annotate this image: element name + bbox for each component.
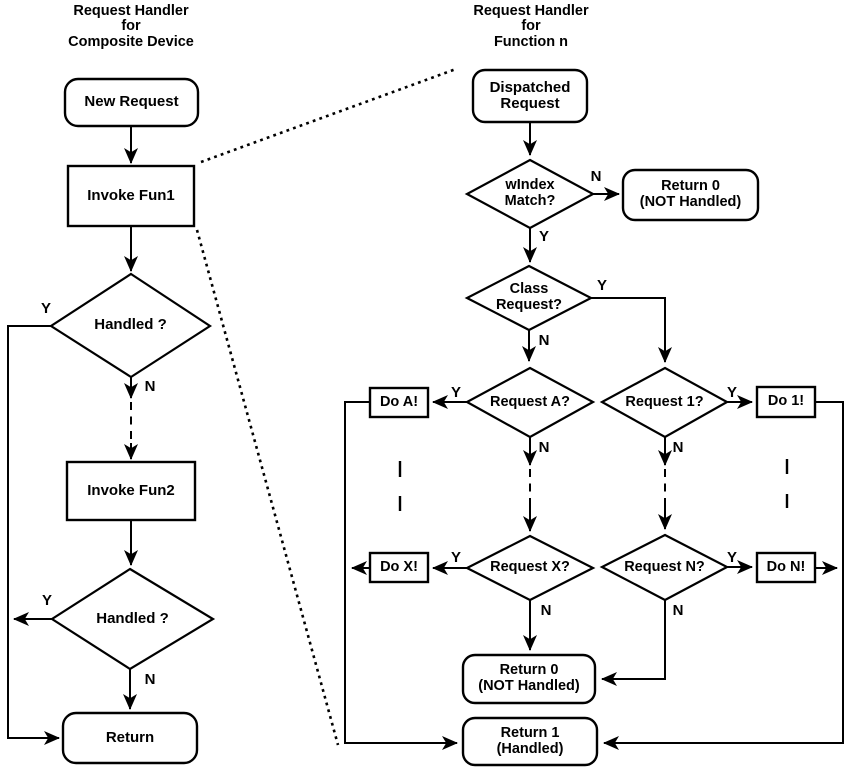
node-request-1	[599, 366, 730, 439]
node-return	[61, 711, 199, 765]
node-invoke-fun2	[65, 460, 197, 522]
node-return-1	[461, 716, 599, 767]
edge-handled1-yes-rail	[7, 325, 60, 745]
expansion-dotted-line-top	[200, 67, 457, 164]
node-handled-2	[49, 567, 216, 671]
node-dispatched-request	[471, 68, 589, 124]
node-class-request	[464, 264, 594, 332]
expansion-dotted-line-bottom	[195, 229, 340, 746]
node-request-x	[464, 534, 596, 602]
node-handled-1	[48, 272, 213, 379]
node-return0-bottom	[461, 653, 597, 705]
node-do-1	[755, 385, 817, 419]
node-do-a	[368, 386, 430, 419]
node-invoke-fun1	[66, 164, 196, 228]
node-request-n	[599, 533, 730, 602]
node-windex-match	[464, 158, 596, 230]
node-new-request	[63, 77, 200, 128]
rail-right-to-return1	[603, 401, 844, 750]
edge-class-yes	[591, 297, 672, 363]
rail-left-to-return1	[344, 401, 458, 750]
edge-requestn-no	[601, 600, 666, 686]
node-request-a	[464, 366, 596, 439]
node-do-n	[755, 551, 817, 584]
node-return0-top	[621, 168, 760, 222]
node-do-x	[368, 551, 430, 584]
